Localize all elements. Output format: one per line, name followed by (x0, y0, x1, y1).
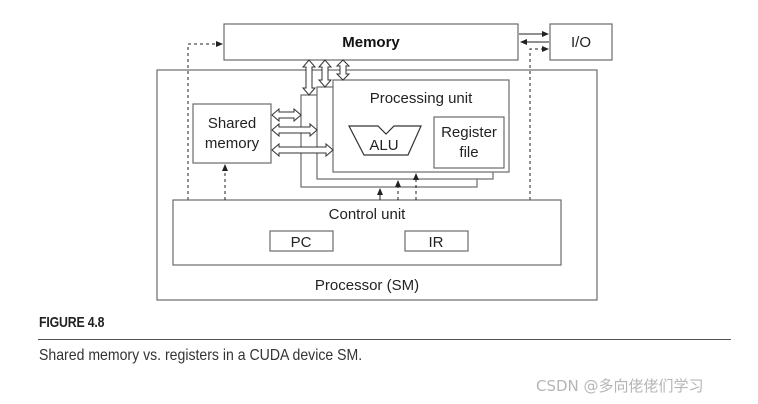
pc-box (269, 230, 334, 252)
processing-unit-label: Processing unit (370, 90, 473, 107)
pc-label: PC (291, 234, 312, 251)
control-unit-box (172, 199, 562, 266)
watermark: CSDN @多向佬佬们学习 (536, 377, 704, 395)
sm-arrow-3 (271, 142, 334, 158)
ir-box (404, 230, 469, 252)
bus-arrow-1 (301, 59, 317, 96)
io-label: I/O (571, 34, 591, 51)
ir-label: IR (429, 234, 444, 251)
register-file-box (433, 116, 505, 169)
figure-divider (38, 339, 731, 340)
sm-arrow-2 (271, 122, 318, 138)
figure-title: FIGURE 4.8 (39, 314, 105, 331)
register-file-label-line1: Register (441, 124, 497, 141)
control-unit-label: Control unit (329, 206, 407, 223)
shared-memory-label-line2: memory (205, 135, 260, 152)
sm-arrow-1 (271, 107, 302, 123)
shared-memory-box (192, 103, 272, 164)
control-to-memory-dashed-arrow (187, 41, 223, 200)
memory-box (223, 23, 519, 61)
shared-memory-pu-arrows (271, 107, 334, 158)
processor-label: Processor (SM) (315, 277, 419, 294)
io-box (549, 23, 613, 61)
alu-icon (348, 125, 422, 156)
memory-label: Memory (342, 34, 400, 51)
bus-arrow-2 (317, 59, 333, 88)
register-file-label-line2: file (459, 144, 478, 161)
memory-pu-bus-arrows (301, 59, 351, 96)
figure-caption: Shared memory vs. registers in a CUDA de… (39, 347, 363, 364)
shared-memory-label-line1: Shared (208, 115, 256, 132)
alu-label: ALU (369, 137, 398, 154)
bus-arrow-3 (335, 59, 351, 81)
control-to-io-dashed-arrow (529, 46, 549, 200)
